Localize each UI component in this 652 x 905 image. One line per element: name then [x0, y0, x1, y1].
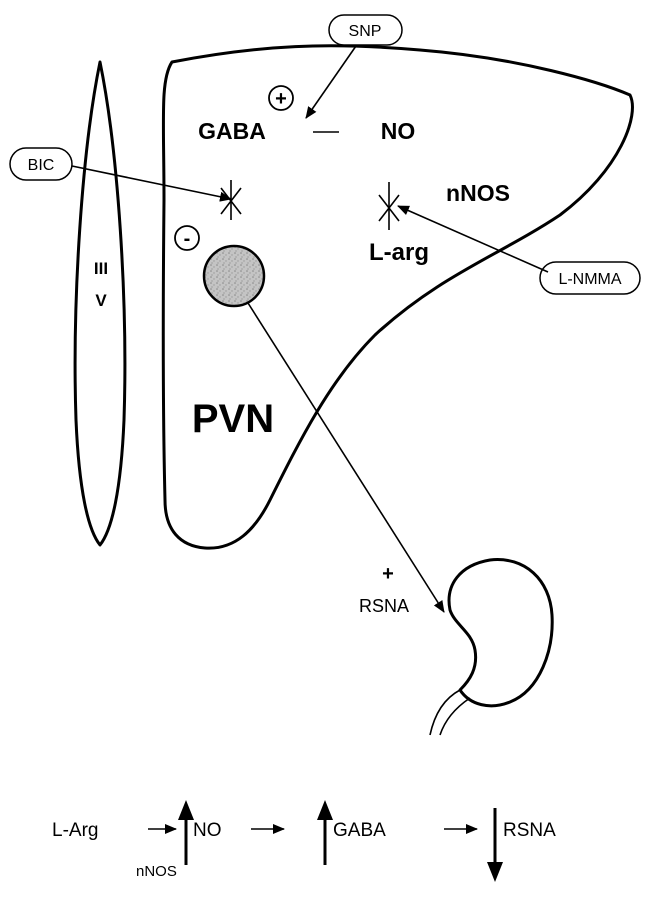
- rsna-decrease-arrow: [487, 808, 503, 882]
- pvn-label: PVN: [192, 397, 274, 441]
- snp-drug-tag: SNP: [329, 15, 402, 45]
- gaba-label: GABA: [198, 118, 266, 144]
- nnos-block-mark: [379, 182, 399, 230]
- gaba-increase-arrow: [317, 800, 333, 865]
- l-nmma-drug-tag: L-NMMA: [540, 262, 640, 294]
- svg-text:L-NMMA: L-NMMA: [558, 271, 621, 288]
- snp-arrow: [306, 46, 356, 118]
- l-arg-label: L-arg: [369, 239, 429, 266]
- pathway-l-arg: L-Arg: [52, 820, 98, 841]
- ventricle-label-iii: III: [94, 259, 108, 278]
- gaba-block-mark: [221, 180, 241, 220]
- excitatory-sign: +: [275, 88, 287, 110]
- bic-arrow: [72, 166, 231, 199]
- ventricle-label-v: V: [95, 291, 107, 310]
- kidney-icon: [430, 560, 552, 735]
- pathway-no: NO: [193, 820, 222, 841]
- inhibitory-sign: -: [184, 228, 191, 250]
- nnos-label: nNOS: [446, 180, 510, 206]
- no-increase-arrow: [178, 800, 194, 865]
- svg-text:SNP: SNP: [349, 23, 382, 40]
- rsna-output-arrow: [248, 303, 444, 612]
- pathway-gaba: GABA: [333, 820, 386, 841]
- rsna-label: RSNA: [359, 596, 409, 616]
- rsna-plus-label: +: [382, 563, 394, 585]
- no-label: NO: [381, 118, 416, 144]
- pathway-nnos: nNOS: [136, 863, 177, 880]
- pathway-rsna: RSNA: [503, 820, 556, 841]
- pvn-neuron: [204, 246, 264, 306]
- bic-drug-tag: BIC: [10, 148, 72, 180]
- svg-text:BIC: BIC: [28, 157, 55, 174]
